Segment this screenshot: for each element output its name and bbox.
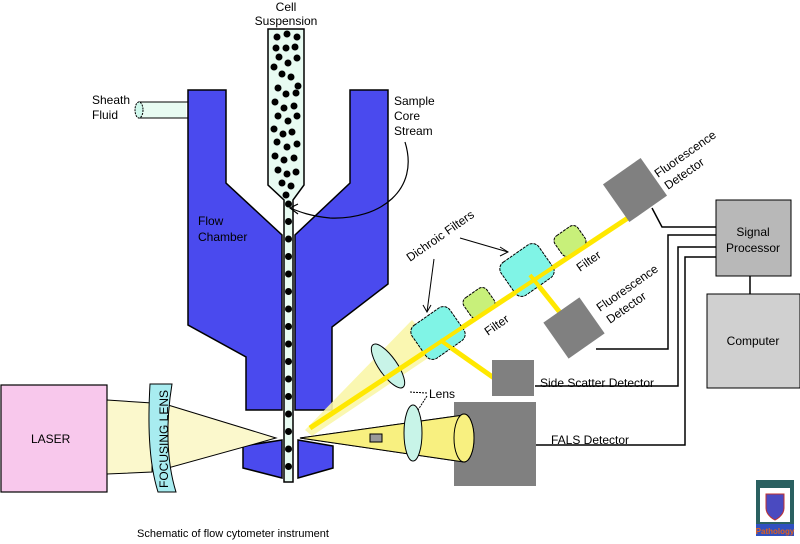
cell-dot — [274, 112, 282, 120]
cell-dot — [285, 288, 292, 295]
cell-dot — [274, 84, 282, 92]
pathology-logo: Pathology — [756, 480, 795, 536]
cell-dot — [285, 393, 292, 400]
cell-dot — [293, 54, 301, 62]
flow-chamber-right — [294, 89, 389, 411]
cell-dot — [283, 143, 291, 151]
dichroic-arrows — [422, 237, 510, 314]
label-sample: Sample — [394, 94, 435, 108]
label-focusing-lens: FOCUSING LENS — [157, 390, 171, 488]
side-scatter-detector — [492, 360, 534, 396]
cell-dot — [271, 152, 279, 160]
cell-dot — [293, 33, 301, 41]
cells — [270, 30, 302, 470]
cell-dot — [278, 70, 286, 78]
cell-dot — [279, 130, 287, 138]
sample-core-arrow — [289, 141, 409, 219]
cell-dot — [285, 375, 292, 383]
cell-dot — [284, 59, 292, 67]
side-lens — [370, 343, 406, 389]
label-side-scatter-detector: Side Scatter Detector — [540, 376, 654, 390]
cell-dot — [272, 44, 280, 52]
cell-dot — [282, 44, 290, 52]
computer — [706, 293, 800, 389]
cell-dot — [293, 112, 301, 120]
cell-dot — [285, 410, 292, 418]
cell-dot — [285, 218, 292, 225]
cell-dot — [278, 179, 286, 187]
focusing-lens — [148, 383, 177, 493]
cell-dot — [288, 128, 296, 136]
signal-processor — [715, 199, 792, 277]
sheath-fluid-tube — [134, 101, 188, 119]
cell-dot — [280, 104, 288, 112]
filter-2 — [553, 224, 587, 258]
label-suspension: Suspension — [255, 14, 318, 28]
cell-dot — [293, 140, 301, 148]
cell-dot — [283, 170, 291, 178]
logo-text: Pathology — [756, 527, 795, 536]
laser-beam — [106, 399, 153, 475]
cell-dot — [280, 156, 288, 164]
cell-dot — [271, 98, 279, 106]
laser — [0, 384, 108, 493]
cell-dot — [291, 43, 299, 51]
flow-chamber-left — [187, 89, 283, 411]
cell-dot — [285, 323, 292, 330]
cell-dot — [285, 428, 292, 435]
cell-dot — [284, 117, 292, 125]
forward-lens — [403, 404, 423, 462]
cell-dot — [282, 90, 290, 98]
cell-dot — [294, 82, 302, 90]
label-processor: Processor — [726, 241, 780, 255]
cell-dot — [273, 138, 281, 146]
cell-dot — [285, 463, 292, 470]
label-cell: Cell — [276, 0, 297, 14]
label-fluid: Fluid — [92, 108, 118, 122]
cell-dot — [285, 200, 292, 208]
fluorescence-detector-top — [602, 157, 668, 223]
label-lens: Lens — [429, 387, 455, 401]
cell-dot — [292, 168, 300, 176]
cell-dot — [287, 182, 295, 190]
cell-dot — [287, 73, 295, 81]
flow-chamber-bottom-right — [297, 439, 334, 479]
cell-dot — [285, 340, 292, 348]
label-stream: Stream — [394, 124, 433, 138]
label-sheath: Sheath — [92, 93, 130, 107]
label-core: Core — [394, 109, 420, 123]
flow-chamber-bottom-left — [242, 439, 283, 479]
lens-pointer — [408, 391, 428, 411]
signal-wires — [535, 207, 751, 446]
label-dichroic-filters: Dichroic Filters — [404, 207, 477, 264]
label-signal: Signal — [736, 225, 769, 239]
cell-dot — [292, 89, 300, 97]
label-computer: Computer — [727, 334, 780, 348]
cell-dot — [282, 191, 290, 199]
cell-dot — [290, 102, 298, 110]
label-flow: Flow — [198, 214, 224, 228]
cell-dot — [285, 358, 292, 365]
label-filter-1: Filter — [482, 312, 512, 339]
label-chamber: Chamber — [198, 230, 247, 244]
label-fals-detector: FALS Detector — [551, 433, 629, 447]
cell-dot — [285, 305, 292, 313]
cell-dot — [285, 253, 292, 260]
cell-dot — [283, 30, 291, 38]
cell-dot — [270, 125, 278, 133]
cell-dot — [285, 270, 292, 278]
cell-dot — [274, 166, 282, 174]
cell-dot — [275, 53, 283, 61]
label-laser: LASER — [31, 432, 71, 446]
cell-dot — [290, 154, 298, 162]
fluorescence-detector-middle — [543, 297, 605, 359]
cell-dot — [285, 235, 292, 243]
cell-dot — [273, 33, 281, 41]
diagram-caption: Schematic of flow cytometer instrument — [137, 528, 329, 540]
cell-dot — [285, 445, 292, 453]
cell-dot — [270, 63, 278, 71]
